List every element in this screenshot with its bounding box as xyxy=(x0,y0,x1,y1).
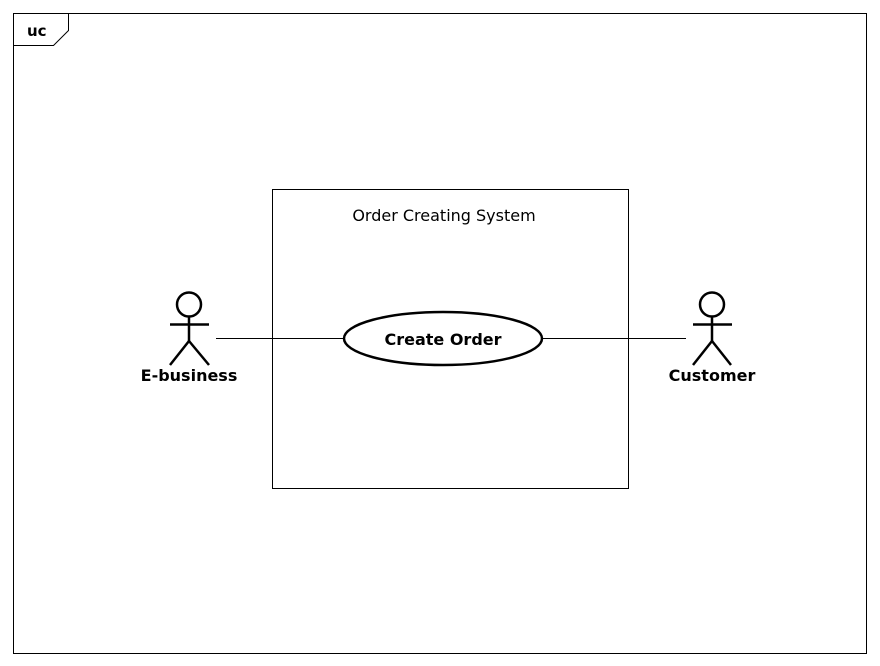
use-case-create-order[interactable] xyxy=(342,310,544,367)
use-case-label: Create Order xyxy=(384,330,501,349)
actor-label-customer: Customer xyxy=(669,366,756,385)
actor-customer[interactable] xyxy=(692,291,732,366)
actor-e-business[interactable] xyxy=(169,291,210,366)
actor-label-e-business: E-business xyxy=(141,366,238,385)
frame-label: uc xyxy=(27,22,47,40)
frame-tab xyxy=(13,13,69,46)
system-label: Order Creating System xyxy=(352,206,535,225)
